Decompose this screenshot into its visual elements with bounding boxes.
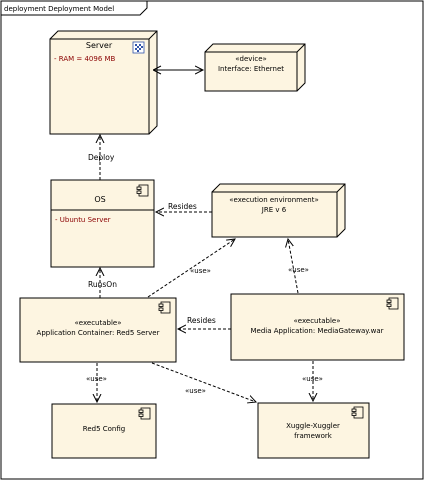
xuggle-name-line2: framework bbox=[294, 432, 333, 440]
red5-server-name: Application Container: Red5 Server bbox=[37, 329, 160, 337]
deploy-label: Deploy bbox=[88, 153, 115, 162]
server-grid-icon bbox=[132, 41, 145, 54]
media-app-component-icon bbox=[386, 297, 399, 310]
server-name: Server bbox=[86, 41, 113, 50]
node-xuggle-framework[interactable]: Xuggle-Xuggler framework bbox=[257, 402, 370, 459]
use-red5-jre-link bbox=[147, 239, 235, 298]
use-media-jre-link bbox=[288, 239, 299, 294]
node-media-application[interactable]: «executable» Media Application: MediaGat… bbox=[230, 293, 405, 361]
xuggle-component-icon bbox=[351, 406, 364, 419]
use-media-xuggle-label: «use» bbox=[302, 375, 323, 383]
node-server[interactable]: Server - RAM = 4096 MB bbox=[49, 30, 158, 135]
resides-os-label: Resides bbox=[168, 202, 197, 211]
server-attribute: - RAM = 4096 MB bbox=[54, 55, 116, 63]
red5-config-component-icon bbox=[138, 407, 151, 420]
red5-config-name: Red5 Config bbox=[83, 425, 125, 433]
ethernet-name: Interface: Ethernet bbox=[218, 65, 284, 73]
runs-on-label: RunsOn bbox=[88, 280, 117, 289]
resides-red5-label: Resides bbox=[187, 316, 216, 325]
use-red5-jre-label: «use» bbox=[190, 267, 211, 275]
media-app-stereotype: «executable» bbox=[294, 317, 341, 325]
jre-stereotype: «execution environment» bbox=[229, 196, 318, 204]
node-os[interactable]: OS - Ubuntu Server bbox=[50, 179, 155, 268]
node-jre[interactable]: «execution environment» JRE v 6 bbox=[211, 183, 346, 238]
use-red5-xuggle-label: «use» bbox=[185, 387, 206, 395]
red5-server-stereotype: «executable» bbox=[75, 319, 122, 327]
xuggle-name-line1: Xuggle-Xuggler bbox=[286, 422, 340, 430]
node-red5-server[interactable]: «executable» Application Container: Red5… bbox=[19, 297, 177, 363]
node-red5-config[interactable]: Red5 Config bbox=[51, 403, 157, 459]
use-media-jre-label: «use» bbox=[288, 266, 309, 274]
use-red5-config-label: «use» bbox=[86, 375, 107, 383]
node-ethernet-device[interactable]: «device» Interface: Ethernet bbox=[204, 43, 306, 92]
jre-name: JRE v 6 bbox=[261, 206, 287, 214]
use-red5-xuggle-link bbox=[151, 362, 256, 402]
os-name: OS bbox=[94, 195, 105, 204]
red5-server-component-icon bbox=[158, 301, 171, 314]
ethernet-stereotype: «device» bbox=[235, 55, 267, 63]
frame-title: deployment Deployment Model bbox=[4, 5, 114, 13]
os-component-icon bbox=[136, 184, 149, 197]
os-attribute: - Ubuntu Server bbox=[55, 216, 111, 224]
media-app-name: Media Application: MediaGateway.war bbox=[250, 327, 383, 335]
